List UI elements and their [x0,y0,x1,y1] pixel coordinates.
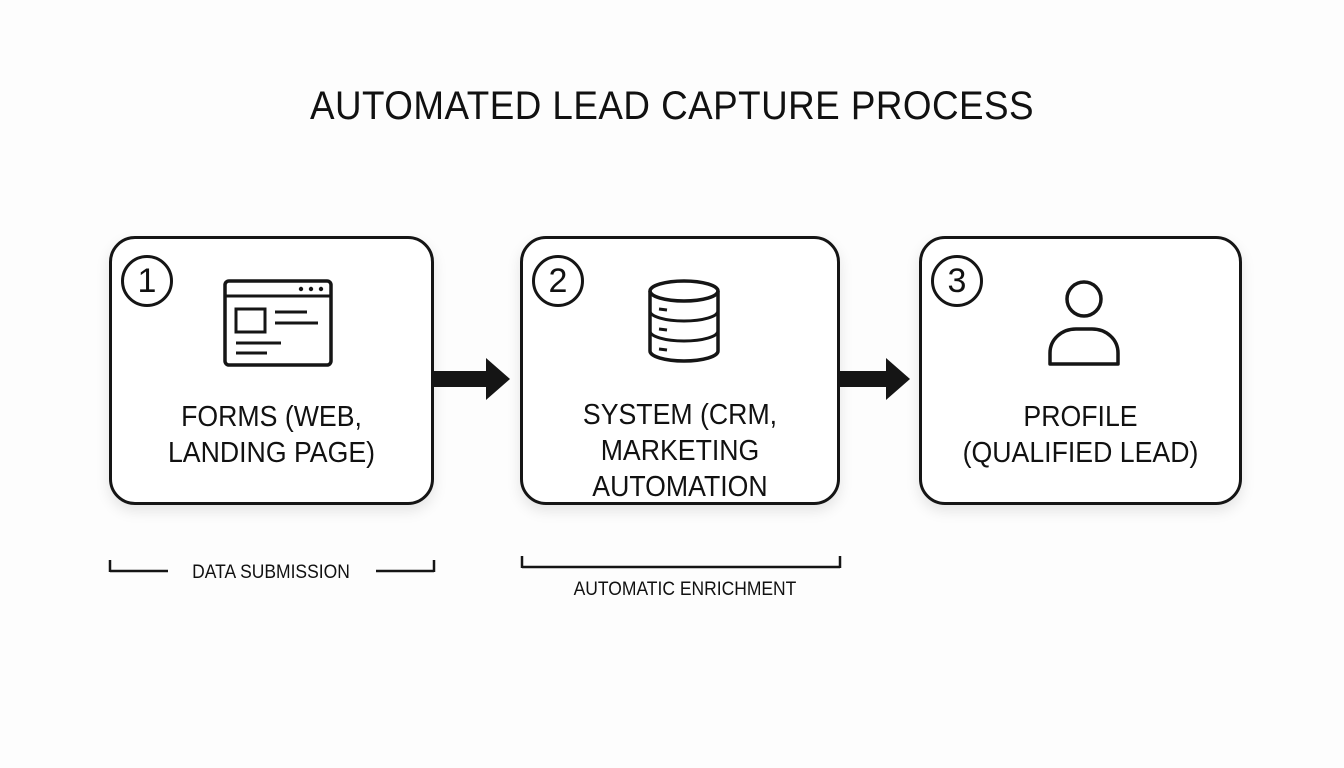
database-icon [648,279,720,363]
step-number-badge: 3 [931,255,983,307]
bracket-automatic-enrichment [520,556,842,569]
browser-form-icon [223,279,333,367]
diagram-title: AUTOMATED LEAD CAPTURE PROCESS [309,84,1035,128]
step-box-system: 2 SYSTEM (CRM, MARKETING AUTOMATION [520,236,840,505]
step-box-profile: 3 PROFILE (QUALIFIED LEAD) [919,236,1242,505]
bracket-data-submission [108,560,436,573]
arrow-right-icon [434,358,510,400]
annotation-automatic-enrichment: AUTOMATIC ENRICHMENT [573,579,797,600]
step-label-forms: FORMS (WEB, LANDING PAGE) [167,401,376,469]
step-number-badge: 2 [532,255,584,307]
step-label-system: SYSTEM (CRM, MARKETING AUTOMATION [582,399,778,503]
annotation-data-submission: DATA SUBMISSION [192,562,350,583]
step-box-forms: 1 FORMS (WEB, LANDING PAGE) [109,236,434,505]
step-number-badge: 1 [121,255,173,307]
step-label-profile: PROFILE (QUALIFIED LEAD) [962,401,1199,469]
arrow-right-icon [838,358,910,400]
user-profile-icon [1048,280,1120,366]
